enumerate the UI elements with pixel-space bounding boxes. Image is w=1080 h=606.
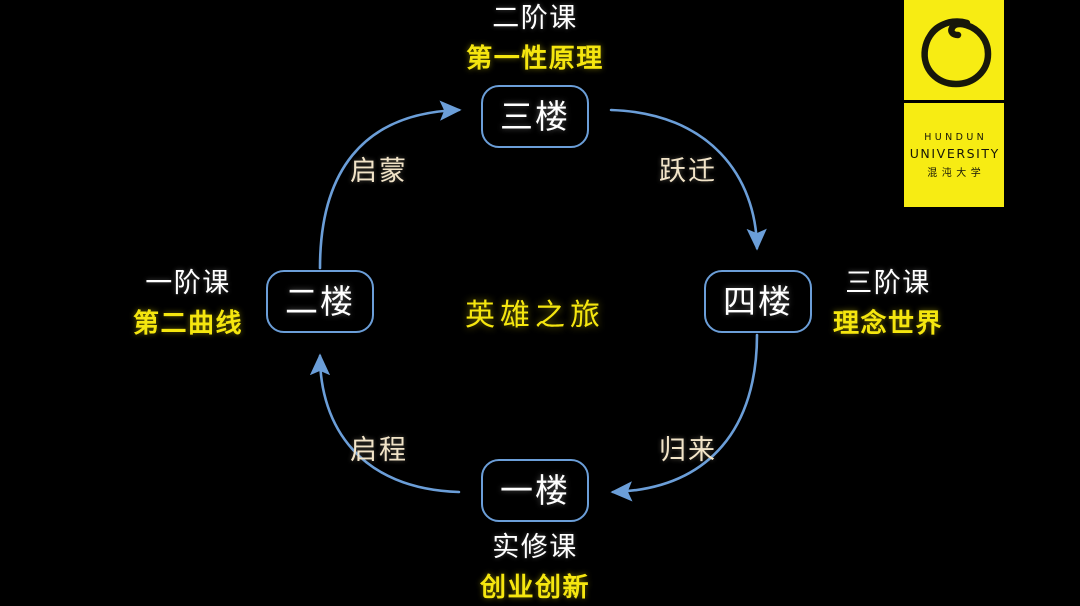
caption-right-title: 三阶课 <box>845 268 931 299</box>
logo-line-2: UNIVERSITY <box>909 145 1000 161</box>
caption-top-subtitle: 第一性原理 <box>466 43 604 74</box>
edge-label-guilai: 归来 <box>659 435 717 466</box>
node-floor3-label: 三楼 <box>500 97 570 136</box>
caption-top-title: 二阶课 <box>492 3 578 34</box>
edge-path-qimeng <box>318 100 462 270</box>
brand-logo: HUNDUN UNIVERSITY 混沌大学 <box>904 0 1004 207</box>
edge-path-guilai <box>610 333 759 502</box>
logo-line-3: 混沌大学 <box>927 167 986 179</box>
caption-bottom: 实修课 创业创新 <box>480 531 590 605</box>
caption-top: 二阶课 第一性原理 <box>466 2 604 76</box>
node-floor2[interactable]: 二楼 <box>266 270 374 333</box>
node-floor1[interactable]: 一楼 <box>481 459 589 522</box>
center-title: 英雄之旅 <box>465 298 605 333</box>
node-floor3[interactable]: 三楼 <box>481 85 589 148</box>
node-floor1-label: 一楼 <box>500 471 570 510</box>
caption-right-subtitle: 理念世界 <box>832 308 944 339</box>
caption-left-title: 一阶课 <box>145 268 231 299</box>
edge-label-yueqian: 跃迁 <box>659 156 717 187</box>
caption-bottom-title: 实修课 <box>492 532 578 563</box>
logo-wordmark: HUNDUN UNIVERSITY 混沌大学 <box>904 103 1004 207</box>
enso-circle-icon <box>904 0 1004 100</box>
caption-left-subtitle: 第二曲线 <box>132 308 244 339</box>
logo-line-1: HUNDUN <box>924 131 988 143</box>
node-floor4-label: 四楼 <box>723 282 793 321</box>
node-floor2-label: 二楼 <box>285 282 355 321</box>
edge-path-qicheng <box>309 353 461 494</box>
edge-label-qicheng: 启程 <box>350 435 408 466</box>
caption-right: 三阶课 理念世界 <box>833 267 943 341</box>
edge-label-qimeng: 启蒙 <box>350 156 408 187</box>
caption-bottom-subtitle: 创业创新 <box>479 572 591 603</box>
caption-left: 一阶课 第二曲线 <box>133 267 243 341</box>
node-floor4[interactable]: 四楼 <box>704 270 812 333</box>
